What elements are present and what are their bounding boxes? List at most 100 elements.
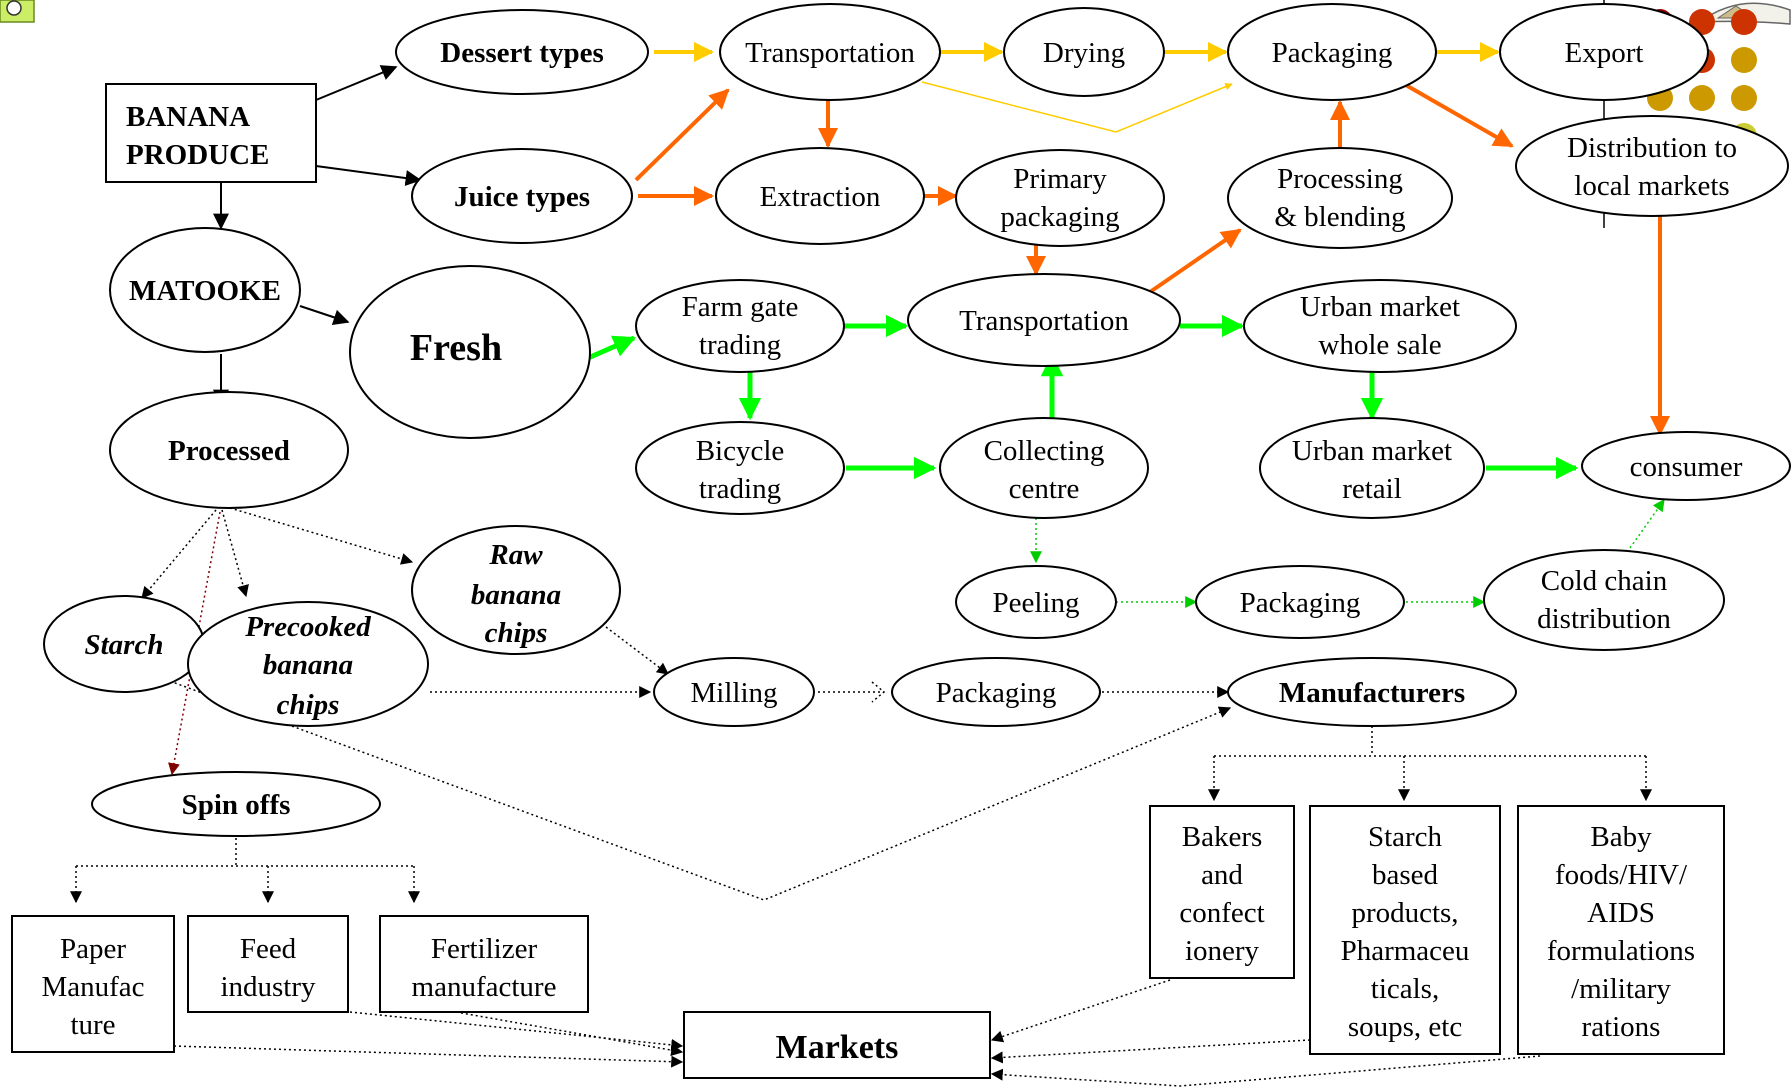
- arrow-processed-spinoffs: [168, 511, 221, 776]
- arrow-packaging-distribution: [1403, 82, 1514, 148]
- transportation-mid-label: Transportation: [959, 305, 1129, 337]
- bicycle-line-1: Bicycle: [696, 435, 785, 467]
- precooked-line-2: banana: [263, 649, 353, 681]
- consumer-label: consumer: [1630, 451, 1743, 483]
- baby-foods-line-6: rations: [1582, 1011, 1661, 1043]
- matooke-label: MATOOKE: [129, 275, 281, 307]
- baby-foods-line-1: Baby: [1590, 821, 1652, 853]
- node-dessert-types: Dessert types: [395, 9, 649, 95]
- arrow-transport-processing: [1148, 228, 1242, 294]
- precooked-line-3: chips: [277, 689, 340, 721]
- wholesale-line-2: whole sale: [1318, 329, 1441, 361]
- decorative-dot: [1731, 9, 1757, 35]
- bakers-line-3: confect: [1179, 897, 1264, 929]
- retail-line-2: retail: [1342, 473, 1402, 505]
- markets-label: Markets: [776, 1029, 899, 1066]
- milling-label: Milling: [690, 677, 777, 709]
- spin-offs-label: Spin offs: [182, 789, 291, 821]
- node-fresh: Fresh: [349, 265, 591, 439]
- connectors: [70, 0, 1670, 1087]
- arrow-processed-rawchips: [229, 507, 414, 565]
- arrow-feed-markets: [349, 1011, 684, 1051]
- farm-gate-line-2: trading: [699, 329, 781, 361]
- processing-line-1: Processing: [1277, 163, 1403, 195]
- node-urban-retail: Urban market retail: [1259, 417, 1485, 519]
- starch-based-line-5: ticals,: [1371, 973, 1439, 1005]
- fertilizer-line-2: manufacture: [412, 971, 557, 1003]
- cold-chain-line-1: Cold chain: [1541, 565, 1668, 597]
- logo-icon: [0, 0, 35, 23]
- bakers-line-2: and: [1201, 859, 1243, 891]
- baby-foods-line-3: AIDS: [1587, 897, 1655, 929]
- distribution-line-1: Distribution to: [1567, 132, 1737, 164]
- bakers-line-4: ionery: [1185, 935, 1260, 967]
- banana-produce-line-1: BANANA: [126, 101, 250, 133]
- packaging-top-label: Packaging: [1272, 37, 1393, 69]
- node-extraction: Extraction: [715, 147, 925, 245]
- baby-foods-line-4: formulations: [1547, 935, 1695, 967]
- arrow-matooke-fresh: [299, 305, 350, 326]
- bakers-line-1: Bakers: [1182, 821, 1263, 853]
- drying-label: Drying: [1043, 37, 1125, 69]
- raw-chips-line-1: Raw: [488, 539, 543, 571]
- starch-based-line-3: products,: [1351, 897, 1458, 929]
- arrow-produce-dessert: [315, 65, 398, 101]
- arrow-processed-precooked: [221, 509, 249, 598]
- processing-line-2: & blending: [1274, 201, 1405, 233]
- node-fertilizer: Fertilizer manufacture: [379, 915, 589, 1013]
- peeling-label: Peeling: [993, 587, 1080, 619]
- arrow-rawchips-milling: [601, 623, 669, 675]
- banana-produce-line-2: PRODUCE: [126, 139, 269, 171]
- arrow-processed-starch: [141, 509, 217, 599]
- raw-chips-line-3: chips: [485, 617, 548, 649]
- cold-chain-line-2: distribution: [1537, 603, 1671, 635]
- arrow-fertilizer-markets: [455, 1011, 684, 1057]
- wholesale-line-1: Urban market: [1300, 291, 1460, 323]
- node-distribution-local: Distribution to local markets: [1515, 115, 1789, 217]
- node-consumer: consumer: [1581, 431, 1791, 501]
- node-processed: Processed: [109, 391, 349, 509]
- node-primary-packaging: Primary packaging: [955, 149, 1165, 247]
- manufacturers-label: Manufacturers: [1279, 677, 1465, 709]
- decorative-dot: [1731, 47, 1757, 73]
- baby-foods-line-2: foods/HIV/: [1555, 859, 1688, 891]
- primary-packaging-line-1: Primary: [1013, 163, 1107, 195]
- node-transportation-mid: Transportation: [907, 273, 1181, 367]
- retail-line-1: Urban market: [1292, 435, 1452, 467]
- node-packaging-top: Packaging: [1227, 3, 1437, 101]
- starch-based-line-2: based: [1372, 859, 1439, 891]
- decorative-dot: [1689, 85, 1715, 111]
- fertilizer-line-1: Fertilizer: [431, 933, 538, 965]
- node-drying: Drying: [1003, 7, 1165, 97]
- node-matooke: MATOOKE: [109, 227, 301, 353]
- arrow-starch-manufacturers: [155, 675, 1232, 901]
- node-paper: Paper Manufac ture: [11, 915, 175, 1053]
- processed-label: Processed: [168, 435, 290, 467]
- transportation-top-label: Transportation: [745, 37, 915, 69]
- arrow-milling-packaging-head: [871, 681, 886, 703]
- feed-line-1: Feed: [240, 933, 297, 965]
- packaging-mid-label: Packaging: [1240, 587, 1361, 619]
- baby-foods-line-5: /military: [1571, 973, 1671, 1005]
- starch-based-line-1: Starch: [1368, 821, 1443, 853]
- paper-line-3: ture: [70, 1009, 115, 1041]
- node-milling: Milling: [653, 657, 815, 727]
- node-spin-offs: Spin offs: [91, 771, 381, 837]
- arrow-bakers-markets: [990, 979, 1171, 1043]
- node-raw-chips: Raw banana chips: [411, 525, 621, 655]
- arrow-produce-juice: [315, 165, 422, 187]
- precooked-line-1: Precooked: [244, 611, 371, 643]
- node-urban-wholesale: Urban market whole sale: [1243, 279, 1517, 373]
- decorative-dot: [1731, 85, 1757, 111]
- starch-based-line-6: soups, etc: [1348, 1011, 1462, 1043]
- paper-line-2: Manufac: [41, 971, 144, 1003]
- node-collecting-centre: Collecting centre: [939, 417, 1149, 519]
- starch-label: Starch: [85, 629, 164, 661]
- node-packaging-low: Packaging: [891, 657, 1101, 727]
- node-packaging-mid: Packaging: [1195, 565, 1405, 639]
- node-peeling: Peeling: [955, 565, 1117, 639]
- extraction-label: Extraction: [760, 181, 881, 213]
- arrow-coldchain-consumer: [1629, 499, 1665, 549]
- arrow-fresh-farmgate: [587, 335, 637, 361]
- node-banana-produce: BANANA PRODUCE: [105, 83, 317, 183]
